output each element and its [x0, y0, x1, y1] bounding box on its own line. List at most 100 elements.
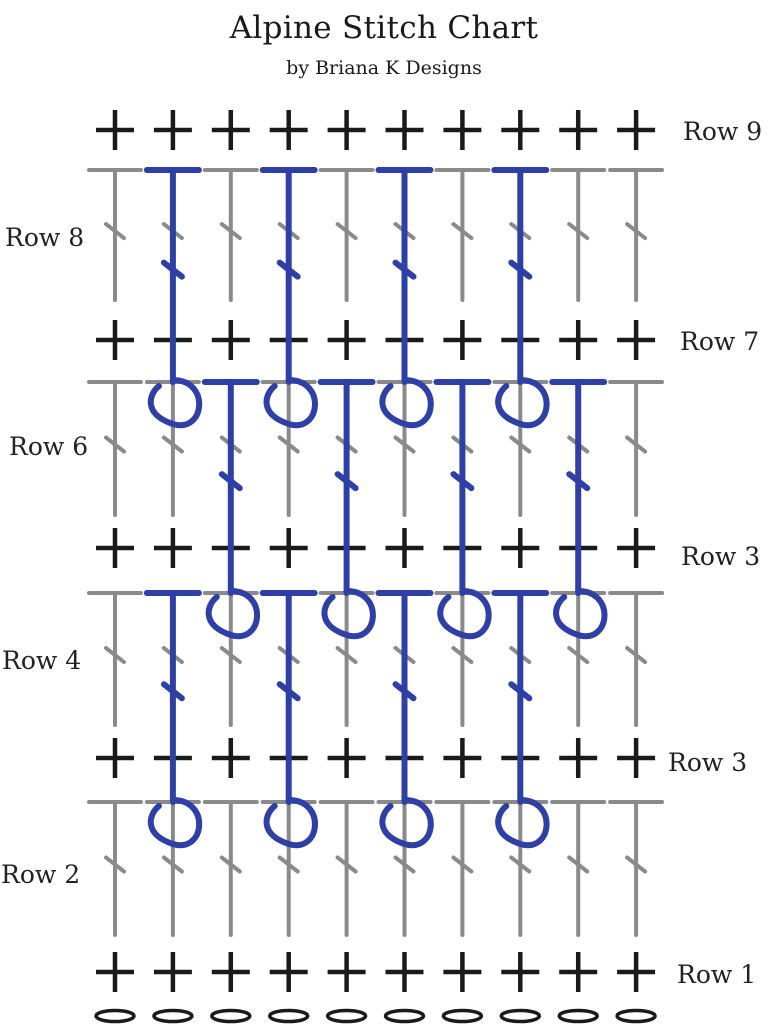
double-crochet-stitch: [434, 800, 491, 937]
row-label: Row 2: [1, 860, 80, 889]
chain-stitch: [325, 1008, 368, 1024]
single-crochet-stitch: [385, 952, 424, 992]
single-crochet-stitch: [96, 952, 134, 992]
row-label: Row 4: [2, 646, 81, 675]
front-post-stitch: [317, 379, 376, 640]
single-crochet-stitch: [443, 320, 482, 360]
single-crochet-stitch: [617, 320, 656, 360]
double-crochet-stitch: [87, 380, 143, 517]
row-label: Row 3: [668, 748, 747, 777]
double-crochet-stitch: [202, 591, 259, 727]
front-post-stitch: [549, 379, 608, 640]
double-crochet-stitch: [608, 800, 665, 937]
double-crochet-stitch: [376, 800, 433, 937]
single-crochet-stitch: [269, 110, 308, 150]
single-crochet-stitch: [443, 738, 482, 778]
front-post-stitch: [259, 167, 318, 429]
chain-stitch: [210, 1008, 252, 1024]
double-crochet-stitch: [434, 591, 491, 727]
single-crochet-stitch: [559, 110, 598, 150]
single-crochet-stitch: [327, 738, 366, 778]
single-crochet-stitch: [501, 952, 540, 992]
chain-stitch: [615, 1008, 657, 1024]
double-crochet-stitch: [202, 168, 259, 302]
single-crochet-stitch: [269, 952, 308, 992]
chain-stitch: [557, 1008, 599, 1024]
double-crochet-stitch: [550, 800, 607, 937]
single-crochet-stitch: [559, 952, 598, 992]
double-crochet-stitch: [376, 380, 433, 517]
single-crochet-stitch: [385, 110, 424, 150]
double-crochet-stitch: [608, 591, 665, 727]
single-crochet-stitch: [501, 110, 540, 150]
double-crochet-stitch: [492, 380, 549, 517]
double-crochet-stitch: [318, 168, 375, 302]
single-crochet-stitch: [327, 110, 366, 150]
single-crochet-stitch: [559, 320, 598, 360]
double-crochet-stitch: [492, 800, 549, 937]
chain-stitch: [441, 1008, 484, 1024]
single-crochet-stitch: [96, 738, 134, 778]
row-label: Row 1: [677, 960, 756, 989]
front-post-stitch: [375, 590, 434, 849]
front-post-stitch: [259, 590, 318, 849]
single-crochet-stitch: [211, 320, 250, 360]
double-crochet-stitch: [87, 168, 143, 302]
chain-stitch: [94, 1008, 136, 1024]
single-crochet-stitch: [211, 738, 250, 778]
double-crochet-stitch: [550, 168, 607, 302]
front-post-stitch: [143, 167, 203, 429]
front-post-stitch: [375, 167, 434, 429]
row-labels: Row 1 Row 2 Row 3 Row 4 Row 3 Row 6 Row 7 Row 8…: [1, 117, 762, 989]
front-post-layer: [143, 167, 608, 849]
double-crochet-stitch: [87, 591, 143, 727]
single-crochet-stitch: [501, 528, 540, 568]
chart-title: Alpine Stitch Chart: [229, 10, 539, 46]
chain-stitch: [152, 1008, 194, 1024]
front-post-stitch: [201, 379, 261, 640]
single-crochet-stitch: [617, 528, 656, 568]
single-crochet-stitch: [327, 952, 366, 992]
single-crochet-stitch: [96, 320, 134, 360]
double-crochet-stitch: [318, 800, 375, 937]
double-crochet-stitch: [144, 800, 201, 937]
single-crochet-stitch: [559, 738, 598, 778]
single-crochet-layer: [94, 110, 657, 1024]
single-crochet-stitch: [617, 738, 656, 778]
chain-stitch: [267, 1008, 310, 1024]
front-post-stitch: [433, 379, 492, 640]
single-crochet-stitch: [269, 528, 308, 568]
chain-stitch: [383, 1008, 426, 1024]
single-crochet-stitch: [617, 110, 656, 150]
row-label: Row 8: [5, 223, 84, 252]
double-crochet-stitch: [144, 380, 201, 517]
single-crochet-stitch: [617, 952, 656, 992]
single-crochet-stitch: [211, 110, 250, 150]
double-crochet-stitch: [434, 168, 491, 302]
row-label: Row 7: [680, 327, 759, 356]
single-crochet-stitch: [443, 952, 482, 992]
double-crochet-stitch: [318, 591, 375, 727]
chart-subtitle: by Briana K Designs: [286, 57, 482, 79]
double-crochet-stitch: [608, 168, 665, 302]
single-crochet-stitch: [96, 528, 134, 568]
front-post-stitch: [491, 167, 550, 429]
single-crochet-stitch: [327, 320, 366, 360]
single-crochet-stitch: [385, 528, 424, 568]
double-crochet-stitch: [87, 800, 143, 937]
front-post-stitch: [491, 590, 550, 849]
single-crochet-stitch: [153, 110, 192, 150]
double-crochet-stitch: [260, 380, 317, 517]
row-label: Row 9: [683, 117, 762, 146]
row-label: Row 6: [9, 432, 88, 461]
single-crochet-stitch: [96, 110, 134, 150]
single-crochet-stitch: [443, 110, 482, 150]
double-crochet-stitch: [550, 591, 607, 727]
double-crochet-stitch: [260, 800, 317, 937]
chain-stitch: [499, 1008, 542, 1024]
double-crochet-stitch: [608, 380, 665, 517]
row-label: Row 3: [681, 542, 760, 571]
front-post-stitch: [143, 590, 203, 849]
single-crochet-stitch: [211, 952, 250, 992]
